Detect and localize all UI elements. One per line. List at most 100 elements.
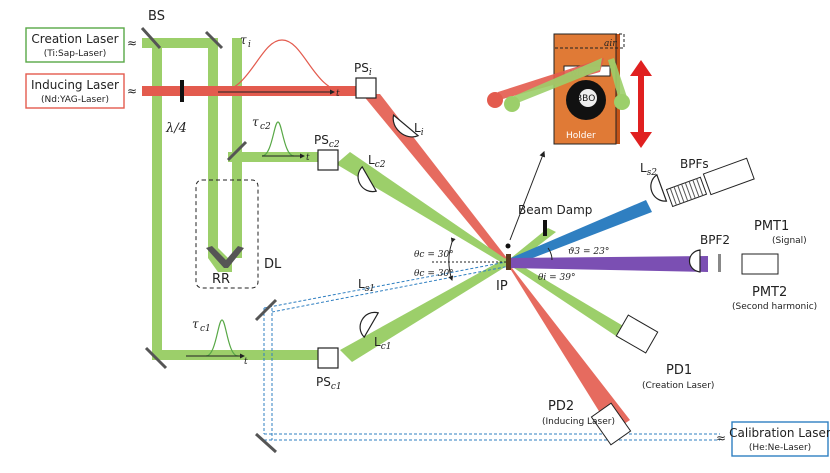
pd2-sublabel: (Inducing Laser): [542, 417, 615, 427]
pd1-sublabel: (Creation Laser): [642, 381, 714, 391]
retro-reflector: [206, 246, 244, 268]
dl-label: DL: [264, 257, 282, 272]
mirror: [204, 30, 224, 50]
inset-green-spot: [614, 94, 630, 110]
mirrors: [140, 26, 278, 454]
lens-s1-label: Ls1: [358, 277, 375, 294]
lenses: [357, 114, 701, 339]
inducing-laser-box: Inducing Laser (Nd:YAG-Laser): [25, 73, 125, 109]
tau-i-label: τ: [240, 33, 247, 47]
bpf2-label: BPF2: [700, 233, 730, 247]
pulse-c2: t τ c2: [252, 115, 310, 163]
quarter-wave-plate: [180, 80, 184, 102]
bbo-center: [579, 89, 597, 107]
creation-beam-c2: [336, 152, 510, 264]
creation-laser-model: (Ti:Sap-Laser): [44, 49, 106, 59]
theta-c-upper: θc = 30°: [414, 250, 454, 260]
pmt2-label: PMT2: [752, 285, 787, 300]
creation-laser-label: Creation Laser: [31, 32, 118, 46]
theta-c-lower: θc = 30°: [414, 269, 454, 279]
lens-i: [392, 114, 420, 138]
tau-c2-label: τ: [252, 115, 259, 129]
pmt1-sublabel: (Signal): [772, 236, 807, 246]
signal-beam: [506, 200, 652, 266]
delay-line-box: [195, 179, 259, 289]
inset-green-beam-out: [608, 58, 628, 104]
inducing-beam-path: [142, 86, 364, 96]
zoom-arrow: [509, 150, 546, 241]
ps-i-box: [355, 77, 377, 99]
lens-pmt2: [688, 249, 701, 273]
lens-c1: [359, 311, 380, 339]
pd1-label: PD1: [666, 363, 692, 378]
pulse-i: t τ i: [217, 33, 347, 99]
ps-c2-box: [317, 149, 339, 171]
inducing-laser-model: (Nd:YAG-Laser): [41, 95, 109, 105]
break-mark: ≈: [716, 431, 726, 445]
pmt2-box: [741, 253, 779, 275]
break-mark: ≈: [127, 84, 137, 98]
pmt1-box: [702, 157, 755, 196]
mirror: [226, 140, 248, 162]
tau-c2-sub: c2: [260, 122, 271, 132]
creation-laser-box: Creation Laser (Ti:Sap-Laser): [25, 27, 125, 63]
air-label: air: [604, 39, 617, 49]
bs-label: BS: [148, 9, 165, 24]
ps-i-label: PSi: [354, 61, 372, 78]
lens-c2: [357, 165, 378, 193]
ip-label: IP: [496, 279, 508, 294]
ps-c1-label: PSc1: [316, 375, 342, 392]
bpfs-label: BPFs: [680, 157, 709, 171]
holder-top: [553, 33, 625, 49]
phase-shifters: [317, 77, 377, 369]
second-harmonic-beam: [508, 256, 708, 272]
beam-splitter: [140, 26, 162, 50]
pulse-t-label: t: [336, 89, 340, 99]
calibration-laser-box: Calibration Laser (He:Ne-Laser): [729, 421, 830, 457]
holder-inset: air wire BBO Holder: [487, 33, 652, 148]
beam-damp: [543, 220, 547, 236]
theta-i-label: θi = 39°: [538, 273, 576, 283]
lens-c2-label: Lc2: [368, 153, 386, 170]
lens-c1-label: Lc1: [374, 335, 391, 352]
quarter-wave-label: λ/4: [165, 121, 187, 136]
ps-c1-box: [317, 347, 339, 369]
beam-damp-label: Beam Damp: [518, 203, 592, 217]
theta-3-arc: [547, 247, 553, 261]
ps-c2-label: PSc2: [314, 133, 340, 150]
tau-c1-sub: c1: [200, 324, 211, 334]
lens-s2-label: Ls2: [640, 161, 657, 178]
inducing-beam-to-ip: [362, 94, 510, 266]
pulse-t-label: t: [306, 153, 310, 163]
lens-i-label: Li: [414, 121, 424, 138]
bbo-label: BBO: [576, 94, 595, 104]
bpf2-filter: [718, 254, 721, 272]
creation-beam-out: [508, 260, 630, 340]
rr-label: RR: [212, 272, 230, 287]
pulse-c1: t τ c1: [186, 317, 248, 367]
pmt2-sublabel: (Second harmonic): [732, 302, 817, 312]
interaction-point: [506, 254, 511, 270]
bpfs-assembly: [665, 157, 755, 208]
calibration-beam-path: [263, 261, 720, 441]
pd1-box: [615, 314, 659, 354]
inducing-beam-out: [506, 262, 630, 432]
holder-label: Holder: [566, 131, 596, 141]
lens-s2: [650, 173, 668, 202]
creation-beam-c1: [340, 258, 510, 362]
pmt1-label: PMT1: [754, 219, 789, 234]
mirror: [254, 432, 278, 454]
mirror: [144, 346, 168, 370]
ip-dot: [505, 243, 511, 249]
inset-green-spot: [504, 96, 520, 112]
pulse-t-label: t: [244, 357, 248, 367]
break-mark: ≈: [127, 36, 137, 50]
theta-c-arc: [448, 237, 456, 281]
inset-green-beam: [510, 58, 602, 106]
pd2-label: PD2: [548, 399, 574, 414]
tau-i-sub: i: [248, 40, 251, 50]
inset-red-beam: [492, 58, 604, 102]
inset-red-spot: [487, 92, 503, 108]
tau-c1-label: τ: [192, 317, 199, 331]
